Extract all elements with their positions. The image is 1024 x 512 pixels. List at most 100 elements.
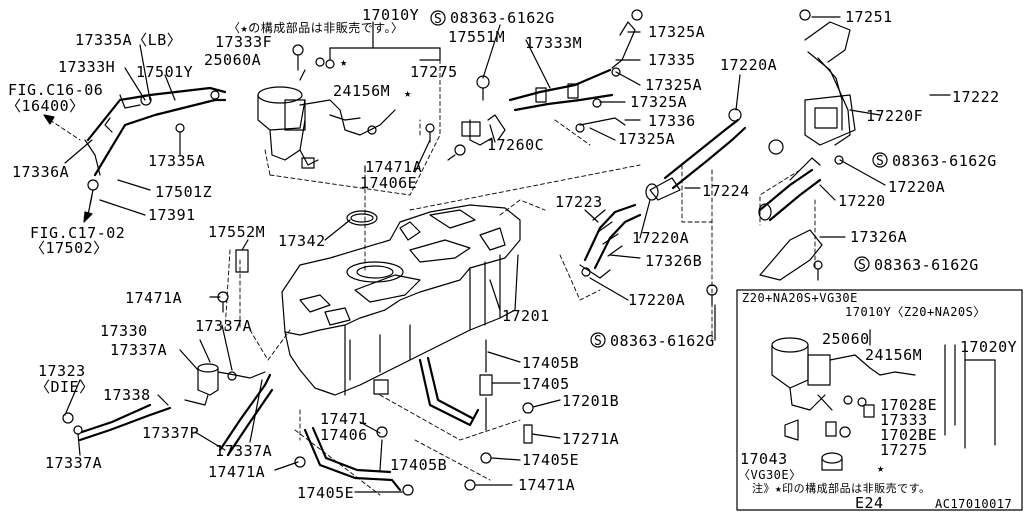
star-marker-1: ★ xyxy=(340,55,348,69)
ref-08363-1: S 08363-6162G xyxy=(430,9,554,27)
label-17043-vg30e: 〈VG30E〉 xyxy=(738,468,802,482)
label-17552M: 17552M xyxy=(208,223,265,241)
s-symbol-2: S xyxy=(876,154,884,169)
label-25060A: 25060A xyxy=(204,51,261,69)
label-17501Z: 17501Z xyxy=(155,183,212,201)
label-17220A-1: 17220A xyxy=(720,56,777,74)
label-24156M: 24156M xyxy=(333,82,390,100)
s-symbol-3: S xyxy=(858,258,866,273)
label-17220F: 17220F xyxy=(866,107,923,125)
label-17325A-2: 17325A xyxy=(645,76,702,94)
label-note-top: 〈★の構成部品は非販売です。〉 xyxy=(228,20,404,35)
fuel-tank xyxy=(281,204,521,396)
label-1702BE: 1702BE xyxy=(880,426,937,444)
reference-arrows xyxy=(43,114,93,223)
label-17224: 17224 xyxy=(702,182,750,200)
label-17337P: 17337P xyxy=(142,424,199,442)
label-note-bottom: 注》★印の構成部品は非販売です。 xyxy=(752,481,931,495)
label-17326B: 17326B xyxy=(645,252,702,270)
ref-08363-2: S 08363-6162G xyxy=(872,152,997,170)
label-17342: 17342 xyxy=(278,232,326,250)
label-17323-die: 〈DIE〉 xyxy=(35,378,95,396)
label-17220A-4: 17220A xyxy=(628,291,685,309)
label-17333F: 17333F xyxy=(215,33,272,51)
label-17260C: 17260C xyxy=(487,136,544,154)
label-fig-c17-02: FIG.C17-02 xyxy=(30,224,125,242)
label-17325A-1: 17325A xyxy=(648,23,705,41)
label-17333-inset: 17333 xyxy=(880,411,928,429)
ref-08363-3: S 08363-6162G xyxy=(854,256,979,274)
label-17337A-3: 17337A xyxy=(215,442,272,460)
label-17405B-1: 17405B xyxy=(522,354,579,372)
fuel-filter-left xyxy=(62,363,274,457)
label-17325A-4: 17325A xyxy=(618,130,675,148)
label-17275-inset: 17275 xyxy=(880,441,928,459)
filler-hoses xyxy=(579,108,784,306)
label-25060: 25060 xyxy=(822,330,870,348)
label-fig-c16-06: FIG.C16-06 xyxy=(8,81,103,99)
label-08363-6162G-2: 08363-6162G xyxy=(892,152,997,170)
guide-lines xyxy=(224,59,816,496)
callout-bracket-17010Y xyxy=(329,21,441,61)
label-17323: 17323 xyxy=(38,362,86,380)
label-fig-16400: 〈16400〉 xyxy=(6,97,85,115)
fuel-pump-assembly-top xyxy=(257,44,396,169)
breather-tube-parts xyxy=(425,9,643,161)
label-17201B: 17201B xyxy=(562,392,619,410)
label-17336A: 17336A xyxy=(12,163,69,181)
star-marker-3: ★ xyxy=(877,461,885,475)
label-17028E: 17028E xyxy=(880,396,937,414)
variant-inset-box xyxy=(736,289,1023,511)
label-17338: 17338 xyxy=(103,386,151,404)
label-17325A-3: 17325A xyxy=(630,93,687,111)
s-symbol-4: S xyxy=(594,334,602,349)
label-17405E-2: 17405E xyxy=(522,451,579,469)
label-17501Y: 17501Y xyxy=(136,63,193,81)
part-labels: 17010Y 〈★の構成部品は非販売です。〉 17335A〈LB〉 17333F… xyxy=(6,6,1017,512)
label-17010Y-variant: 17010Y〈Z20+NA20S〉 xyxy=(845,305,986,319)
label-17335: 17335 xyxy=(648,51,696,69)
label-17336: 17336 xyxy=(648,112,696,130)
filler-neck xyxy=(758,9,856,281)
label-17043: 17043 xyxy=(740,450,788,468)
label-17326A: 17326A xyxy=(850,228,907,246)
label-17405B-2: 17405B xyxy=(390,456,447,474)
star-marker-2: ★ xyxy=(404,86,412,100)
label-17391: 17391 xyxy=(148,206,196,224)
label-17020Y: 17020Y xyxy=(960,338,1017,356)
label-17471: 17471 xyxy=(320,410,368,428)
label-17551M: 17551M xyxy=(448,28,505,46)
label-17471A-2: 17471A xyxy=(125,289,182,307)
label-17330: 17330 xyxy=(100,322,148,340)
label-17010Y: 17010Y xyxy=(362,6,419,24)
label-inset-title: Z20+NA20S+VG30E xyxy=(742,291,858,305)
ref-08363-4: S 08363-6162G xyxy=(590,332,715,350)
label-17337A-1: 17337A xyxy=(195,317,252,335)
label-17220: 17220 xyxy=(838,192,886,210)
label-17333H: 17333H xyxy=(58,58,115,76)
s-symbol-1: S xyxy=(434,12,442,27)
label-17405: 17405 xyxy=(522,375,570,393)
label-17471A-3: 17471A xyxy=(208,463,265,481)
gasket-ring-17342 xyxy=(346,210,378,226)
label-drawing-id: AC17010017 xyxy=(935,497,1012,511)
label-17335A: 17335A xyxy=(148,152,205,170)
label-17406E: 17406E xyxy=(360,174,417,192)
label-17201: 17201 xyxy=(502,307,550,325)
label-page-code: E24 xyxy=(855,494,884,512)
label-17222: 17222 xyxy=(952,88,1000,106)
tank-straps xyxy=(217,249,534,496)
label-17223: 17223 xyxy=(555,193,603,211)
label-08363-6162G-3: 08363-6162G xyxy=(874,256,979,274)
label-17335A-lb: 17335A〈LB〉 xyxy=(75,31,182,49)
label-17271A: 17271A xyxy=(562,430,619,448)
label-17220A-2: 17220A xyxy=(632,229,689,247)
label-17220A-3: 17220A xyxy=(888,178,945,196)
label-17406: 17406 xyxy=(320,426,368,444)
leader-lines xyxy=(64,16,951,493)
label-17405E-1: 17405E xyxy=(297,484,354,502)
label-08363-6162G-4: 08363-6162G xyxy=(610,332,715,350)
label-17333M: 17333M xyxy=(525,34,582,52)
